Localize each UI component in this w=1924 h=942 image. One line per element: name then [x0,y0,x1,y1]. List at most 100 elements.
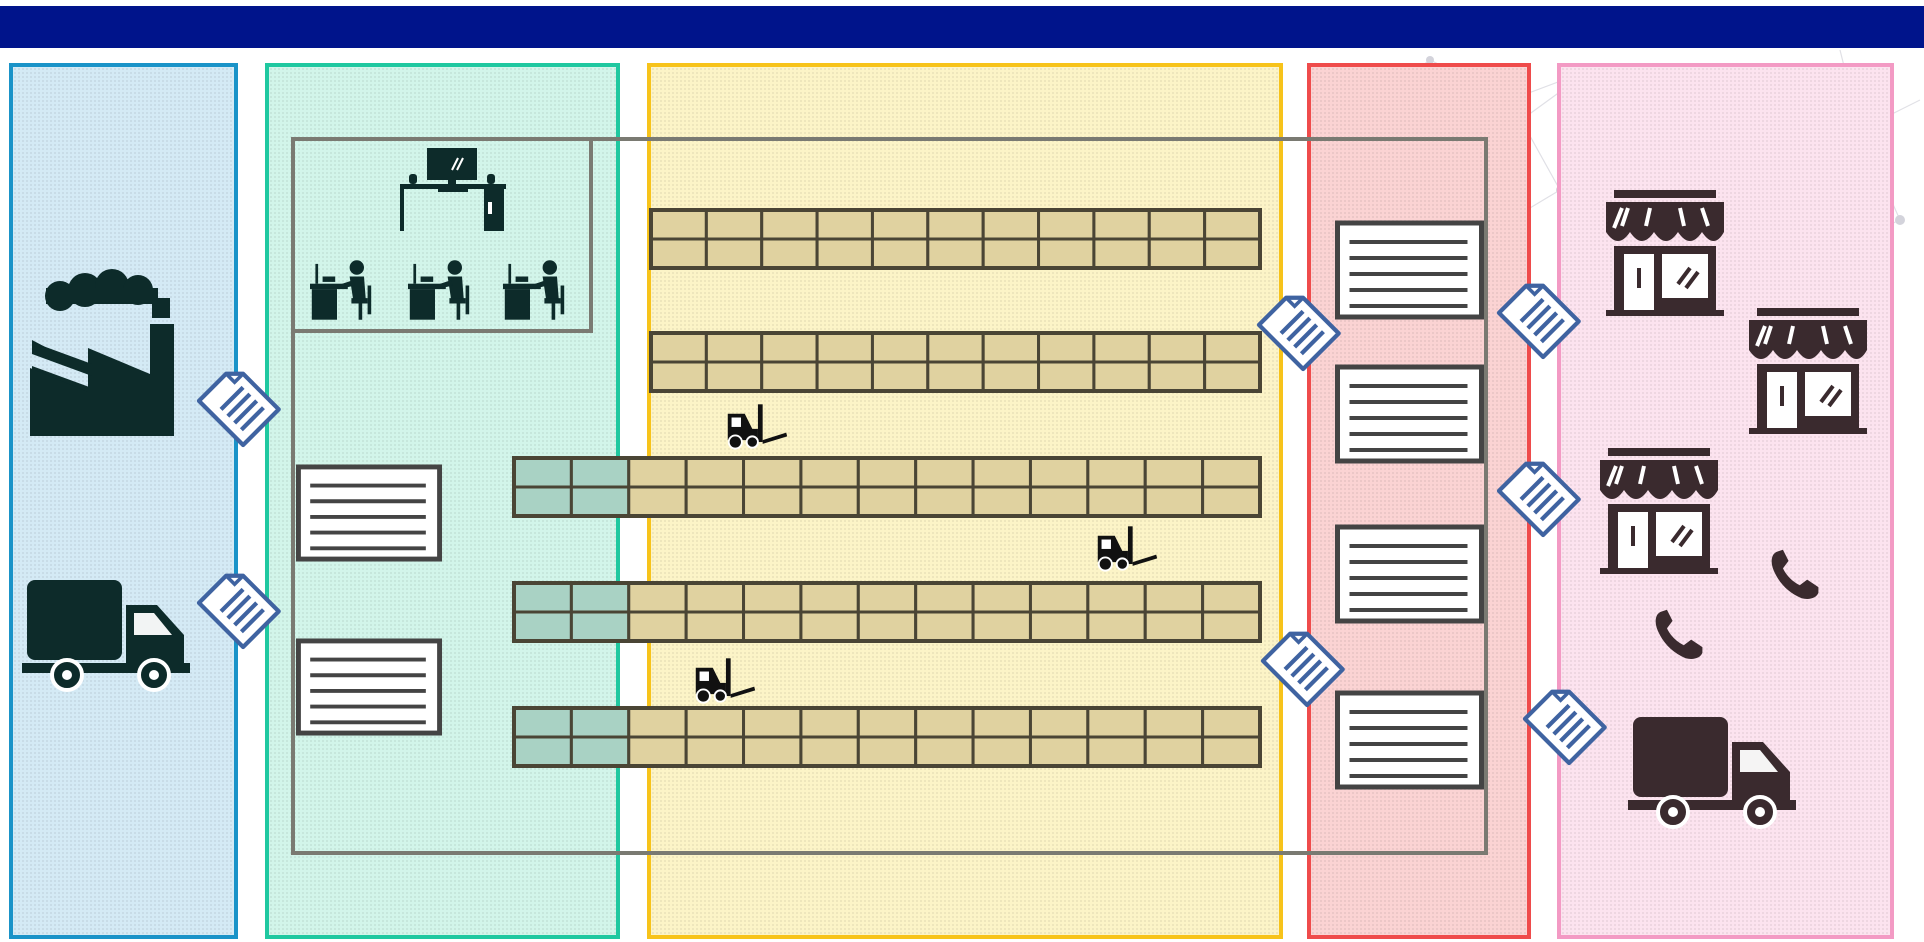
pallet-slot [1205,239,1260,268]
pallet-slot [983,333,1038,362]
pallet-slot [817,362,872,391]
pallet-slot [651,239,706,268]
forklift-icon [1098,526,1157,570]
pallet-slot [1088,583,1145,612]
pallet-slot [571,487,628,516]
pallet-slot [801,583,858,612]
pallet-slot [801,612,858,641]
pallet-slot [686,487,743,516]
pallet-slot [1203,487,1260,516]
pallet-slot [973,487,1030,516]
pallet-slot [916,487,973,516]
pallet-slot [1145,583,1202,612]
pallet-slot [571,612,628,641]
pallet-slot [1205,210,1260,239]
pallet-slot [973,583,1030,612]
office-worker-icon [503,260,564,319]
pallet-slot [973,458,1030,487]
pallet-slot [1039,210,1094,239]
document-flow-icon [199,365,279,445]
pallet-slot [1145,458,1202,487]
pallet-slot [744,458,801,487]
pallet-slot [1149,362,1204,391]
pallet-slot [1030,737,1087,766]
pallet-slot [1145,708,1202,737]
pallet-slot [817,239,872,268]
computer-desk-icon [400,148,506,231]
pallet-slot [1149,239,1204,268]
pallet-slot [686,458,743,487]
pallet-slot [629,737,686,766]
pallet-slot [858,737,915,766]
pallet-slot [1030,708,1087,737]
pallet-slot [571,737,628,766]
pallet-slot [1145,737,1202,766]
office-worker-icon [408,260,469,319]
pallet-slot [1039,333,1094,362]
pallet-slot [1094,239,1149,268]
document-flow-icon [1525,683,1605,763]
pallet-slot [928,210,983,239]
picking-list-icon [1338,367,1482,461]
pallet-slot [571,583,628,612]
pallet-slot [1030,458,1087,487]
pallet-slot [1088,612,1145,641]
pallet-slot [514,737,571,766]
pallet-slot [1030,583,1087,612]
pallet-slot [706,362,761,391]
pallet-slot [858,612,915,641]
pallet-slot [629,708,686,737]
pallet-slot [817,333,872,362]
receiving-document-icon [298,467,439,559]
pallet-slot [1094,333,1149,362]
pallet-slot [1149,333,1204,362]
pallet-slot [1203,458,1260,487]
pallet-slot [651,333,706,362]
pallet-slot [706,210,761,239]
pallet-slot [1203,737,1260,766]
pallet-slot [983,210,1038,239]
document-flow-icon [1263,625,1343,705]
pallet-slot [1203,583,1260,612]
forklift-icon [696,658,755,702]
pallet-slot [686,612,743,641]
pallet-slot [872,239,927,268]
pallet-slot [744,612,801,641]
receiving-document-icon [298,641,439,733]
pallet-slot [762,333,817,362]
pallet-slot [651,210,706,239]
picking-list-icon [1338,693,1482,787]
pallet-slot [686,708,743,737]
pallet-slot [1088,708,1145,737]
pallet-slot [801,737,858,766]
pallet-slot [514,458,571,487]
pallet-slot [651,362,706,391]
pallet-slot [762,239,817,268]
pallet-slot [1039,362,1094,391]
pallet-slot [872,362,927,391]
phone-icon [1772,550,1819,599]
picking-list-icon [1338,527,1482,621]
pallet-slot [1094,210,1149,239]
storage-racks [514,210,1260,766]
document-flow-icon [1259,289,1339,369]
pallet-slot [872,333,927,362]
pallet-slot [973,737,1030,766]
pallet-slot [514,708,571,737]
pallet-slot [514,487,571,516]
pallet-slot [686,583,743,612]
pallet-slot [514,612,571,641]
store-icon [1743,306,1867,434]
delivery-truck-icon [22,580,190,690]
pallet-slot [928,362,983,391]
pallet-slot [1039,239,1094,268]
pallet-slot [858,458,915,487]
pallet-slot [686,737,743,766]
store-icon [1600,188,1724,316]
pallet-slot [801,487,858,516]
pallet-slot [571,708,628,737]
pallet-slot [1088,737,1145,766]
pallet-slot [762,362,817,391]
pallet-slot [928,239,983,268]
pallet-slot [744,708,801,737]
